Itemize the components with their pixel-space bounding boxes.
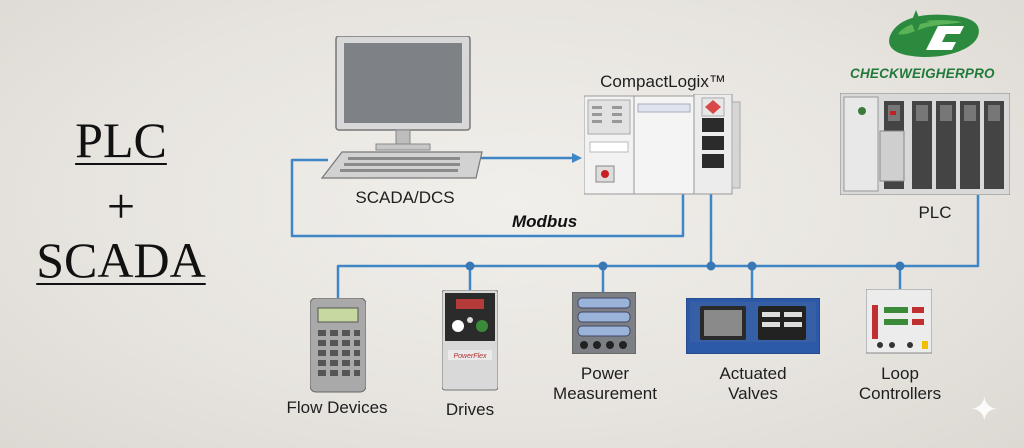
power-measurement-line1: Power (580, 364, 630, 383)
plc-label: PLC (918, 203, 952, 222)
drive-icon: PowerFlex (442, 290, 498, 391)
checkweigher-pro-logo-icon (889, 10, 979, 58)
power-measurement-label: Power Measurement (540, 364, 670, 404)
title-plc: PLC (75, 112, 167, 168)
compactlogix-controller-icon (584, 94, 741, 195)
modbus-label: Modbus (512, 212, 578, 231)
arrow-head (572, 153, 582, 163)
actuated-valves-line1: Actuated (719, 364, 787, 383)
flow-device-icon (310, 298, 366, 393)
sparkle-icon: ✦ (970, 391, 999, 429)
power-meter-icon (572, 292, 636, 354)
loop-controllers-line1: Loop (881, 364, 919, 383)
field-bus-line (336, 178, 980, 300)
scada-label: SCADA/DCS (355, 188, 455, 207)
svg-text:PowerFlex: PowerFlex (453, 353, 487, 360)
loop-controller-icon (866, 289, 932, 354)
loop-controllers-line2: Controllers (858, 384, 942, 403)
actuated-valves-panel-icon (686, 298, 820, 354)
compactlogix-label: CompactLogix™ (600, 72, 726, 91)
brand-name: CHECKWEIGHERPRO (850, 66, 995, 81)
actuated-valves-line2: Valves (728, 384, 778, 403)
plc-rack-icon (840, 93, 1010, 195)
title-plus: + (106, 178, 136, 234)
loop-controllers-label: Loop Controllers (842, 364, 958, 404)
drives-label: Drives (445, 400, 495, 419)
actuated-valves-label: Actuated Valves (690, 364, 816, 404)
title-scada: SCADA (36, 232, 206, 288)
scada-computer-icon (320, 36, 483, 179)
flow-devices-label: Flow Devices (286, 398, 388, 417)
power-measurement-line2: Measurement (553, 384, 657, 403)
